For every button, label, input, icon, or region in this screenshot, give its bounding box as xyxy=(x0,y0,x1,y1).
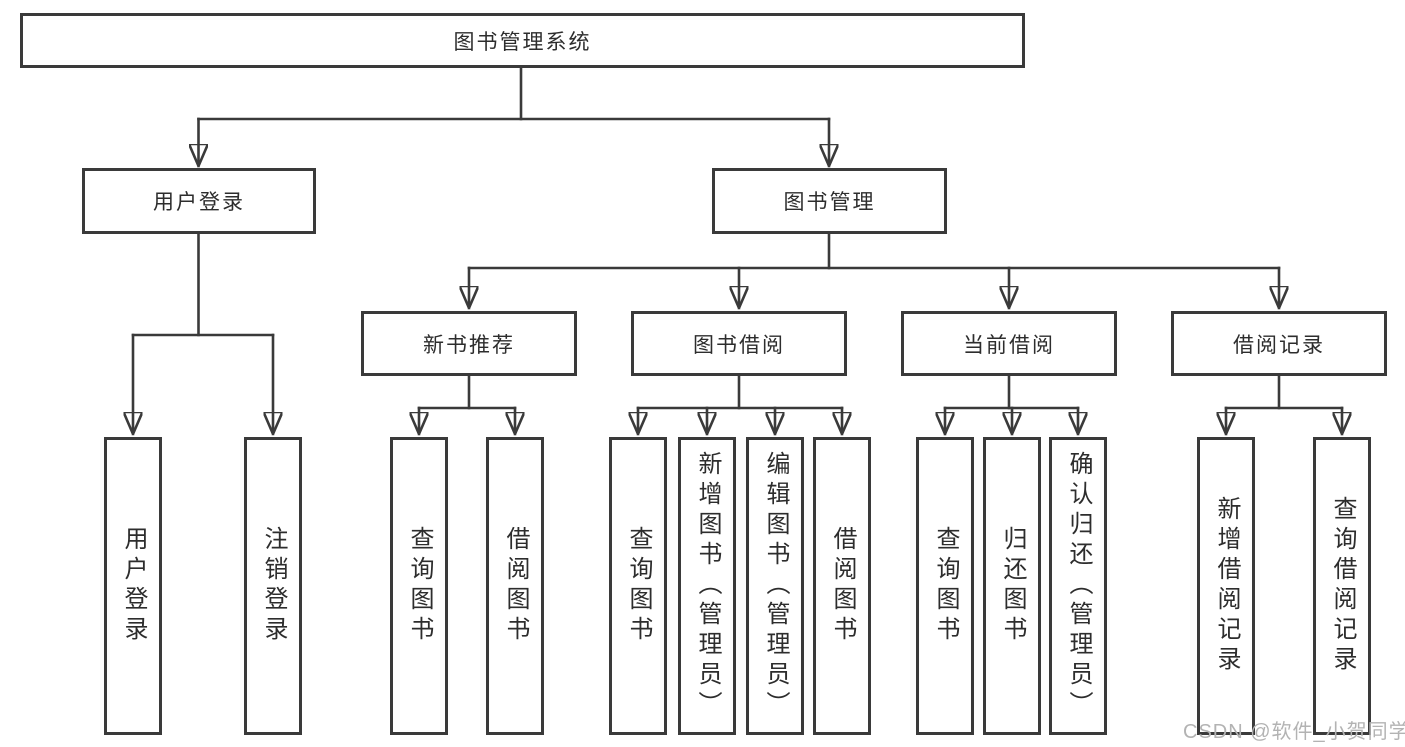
node-borrowing-records: 借阅记录 xyxy=(1171,311,1387,376)
leaf-logout: 注销登录 xyxy=(244,437,302,735)
node-library-system: 图书管理系统 xyxy=(20,13,1025,68)
leaf-borrow-edit-books-admin: 编辑图书（管理员） xyxy=(746,437,804,735)
leaf-newbook-query-books: 查询图书 xyxy=(390,437,448,735)
node-book-borrowing: 图书借阅 xyxy=(631,311,847,376)
leaf-borrow-add-books-admin: 新增图书（管理员） xyxy=(678,437,736,735)
leaf-borrow-borrow-books: 借阅图书 xyxy=(813,437,871,735)
leaf-current-return-books: 归还图书 xyxy=(983,437,1041,735)
node-current-borrowing: 当前借阅 xyxy=(901,311,1117,376)
leaf-user-login: 用户登录 xyxy=(104,437,162,735)
leaf-records-add-record: 新增借阅记录 xyxy=(1197,437,1255,735)
leaf-records-query-record: 查询借阅记录 xyxy=(1313,437,1371,735)
csdn-watermark: CSDN @软件_小贺同学 xyxy=(1183,721,1405,743)
leaf-borrow-query-books: 查询图书 xyxy=(609,437,667,735)
node-book-management: 图书管理 xyxy=(712,168,947,234)
leaf-current-query-books: 查询图书 xyxy=(916,437,974,735)
node-new-book-recommend: 新书推荐 xyxy=(361,311,577,376)
node-user-login: 用户登录 xyxy=(82,168,316,234)
leaf-current-confirm-return-admin: 确认归还（管理员） xyxy=(1049,437,1107,735)
leaf-newbook-borrow-books: 借阅图书 xyxy=(486,437,544,735)
